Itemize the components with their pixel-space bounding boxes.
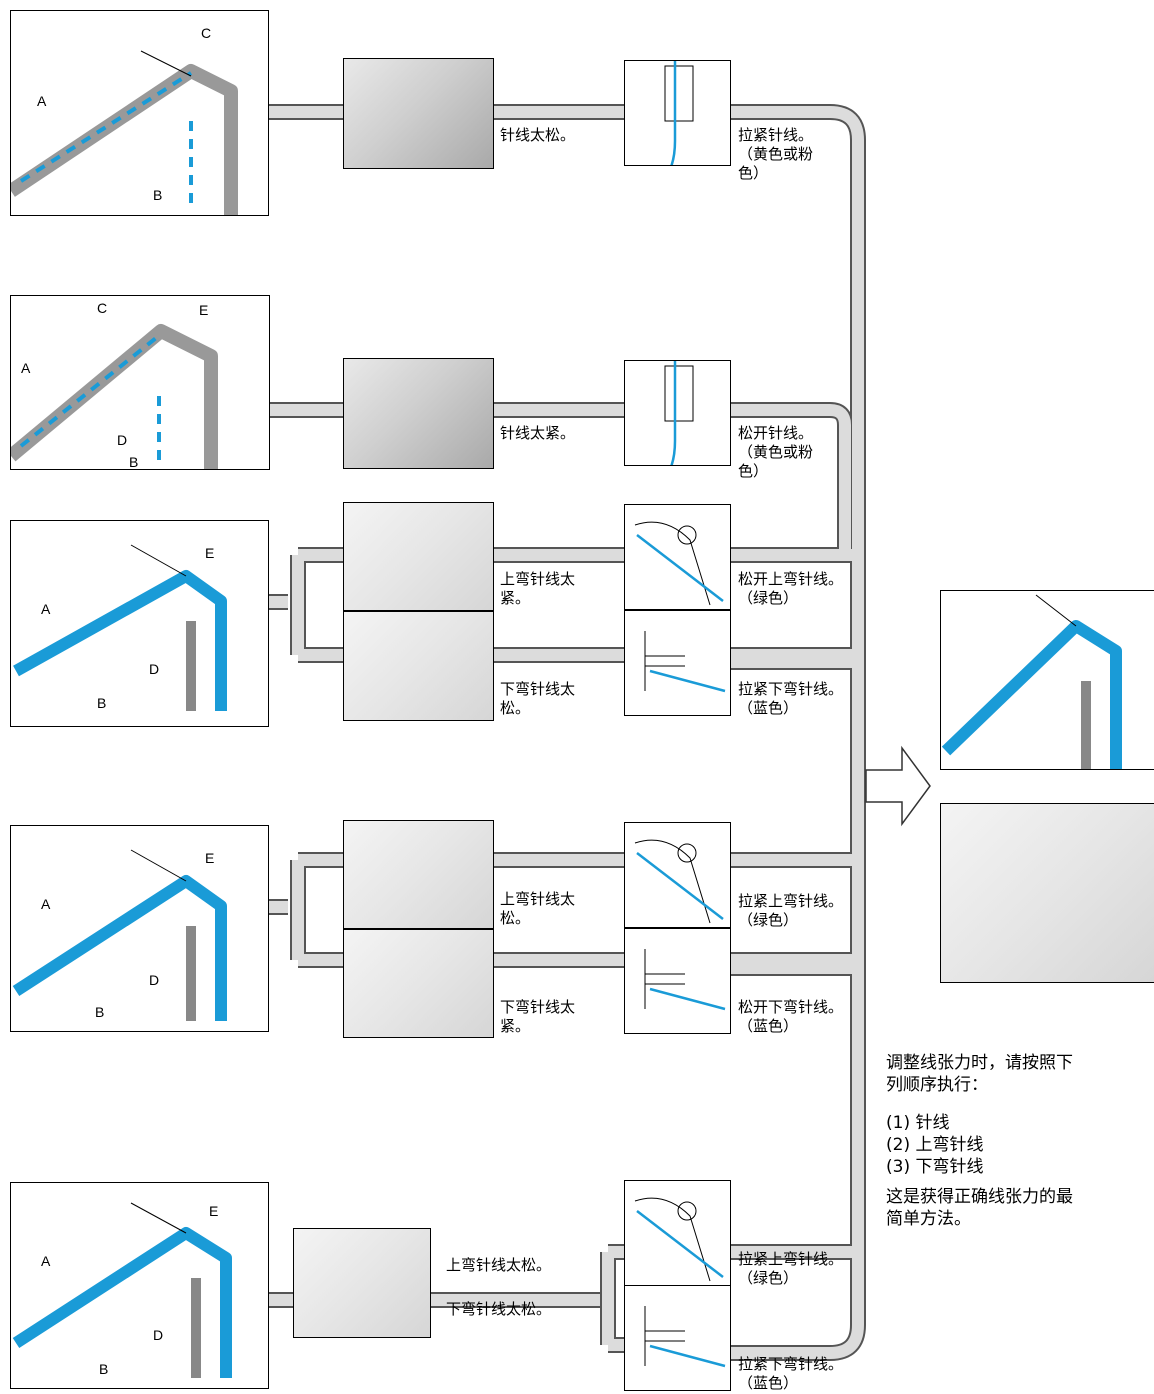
label-d: D	[117, 432, 128, 448]
problem-label: 下弯针线太松。	[446, 1300, 552, 1318]
lower-looper-icon	[624, 610, 731, 716]
upper-looper-icon	[624, 504, 731, 610]
problem-label: 上弯针线太 松。	[500, 890, 576, 927]
problem-label: 针线太松。	[500, 126, 576, 144]
needle-thread-icon	[624, 60, 731, 166]
fabric-photo	[293, 1228, 431, 1338]
stitch-diagram-needle-loose: A B C	[10, 10, 269, 216]
lower-looper-icon	[624, 928, 731, 1034]
stitch-diagram-needle-tight: A B C D E	[10, 295, 270, 470]
fix-label: 松开上弯针线。 （绿色）	[738, 570, 844, 607]
right-arrow-icon	[865, 745, 931, 827]
label-b: B	[129, 454, 139, 470]
label-b: B	[99, 1361, 109, 1377]
fabric-photo	[343, 929, 494, 1038]
fix-label: 拉紧上弯针线。 （绿色）	[738, 1250, 844, 1287]
label-a: A	[21, 360, 31, 376]
instructions-step: (3) 下弯针线	[886, 1157, 984, 1177]
instructions-step: (2) 上弯针线	[886, 1135, 984, 1155]
label-e: E	[205, 545, 215, 561]
fabric-photo	[343, 502, 494, 611]
label-a: A	[41, 896, 51, 912]
upper-looper-icon	[624, 822, 731, 928]
problem-label: 针线太紧。	[500, 424, 576, 442]
label-d: D	[149, 972, 160, 988]
label-a: A	[41, 601, 51, 617]
fix-label: 拉紧下弯针线。 （蓝色）	[738, 680, 844, 717]
correct-fabric-photo	[940, 803, 1154, 983]
upper-looper-icon	[624, 1180, 731, 1286]
stitch-diagram-looper-case-2: A B D E	[10, 825, 269, 1032]
instructions-step: (1) 针线	[886, 1113, 950, 1133]
label-a: A	[37, 93, 47, 109]
lower-looper-icon	[624, 1285, 731, 1391]
problem-label: 上弯针线太 紧。	[500, 570, 576, 607]
fabric-photo	[343, 58, 494, 169]
label-a: A	[41, 1253, 51, 1269]
label-c: C	[97, 300, 108, 316]
needle-thread-icon	[624, 360, 731, 466]
fix-label: 拉紧上弯针线。 （绿色）	[738, 892, 844, 929]
fix-label: 松开针线。 （黄色或粉 色）	[738, 424, 814, 480]
label-e: E	[209, 1203, 219, 1219]
fabric-photo	[343, 820, 494, 929]
label-d: D	[153, 1327, 164, 1343]
problem-label: 下弯针线太 松。	[500, 680, 576, 717]
fix-label: 松开下弯针线。 （蓝色）	[738, 998, 844, 1035]
label-b: B	[97, 695, 107, 711]
stitch-diagram-looper-case-3: A B D E	[10, 1182, 269, 1389]
label-e: E	[205, 850, 215, 866]
fabric-photo	[343, 611, 494, 721]
label-b: B	[95, 1004, 105, 1020]
correct-stitch-diagram	[940, 590, 1154, 770]
instructions-intro: 调整线张力时，请按照下 列顺序执行：	[886, 1053, 1073, 1095]
label-d: D	[149, 661, 160, 677]
label-b: B	[153, 187, 163, 203]
fix-label: 拉紧针线。 （黄色或粉 色）	[738, 126, 814, 182]
fabric-photo	[343, 358, 494, 469]
problem-label: 上弯针线太松。	[446, 1256, 552, 1274]
fix-label: 拉紧下弯针线。 （蓝色）	[738, 1355, 844, 1392]
stitch-diagram-looper-case-1: A B D E	[10, 520, 269, 727]
instructions-outro: 这是获得正确线张力的最 简单方法。	[886, 1187, 1073, 1229]
problem-label: 下弯针线太 紧。	[500, 998, 576, 1035]
label-c: C	[201, 25, 212, 41]
label-e: E	[199, 302, 209, 318]
